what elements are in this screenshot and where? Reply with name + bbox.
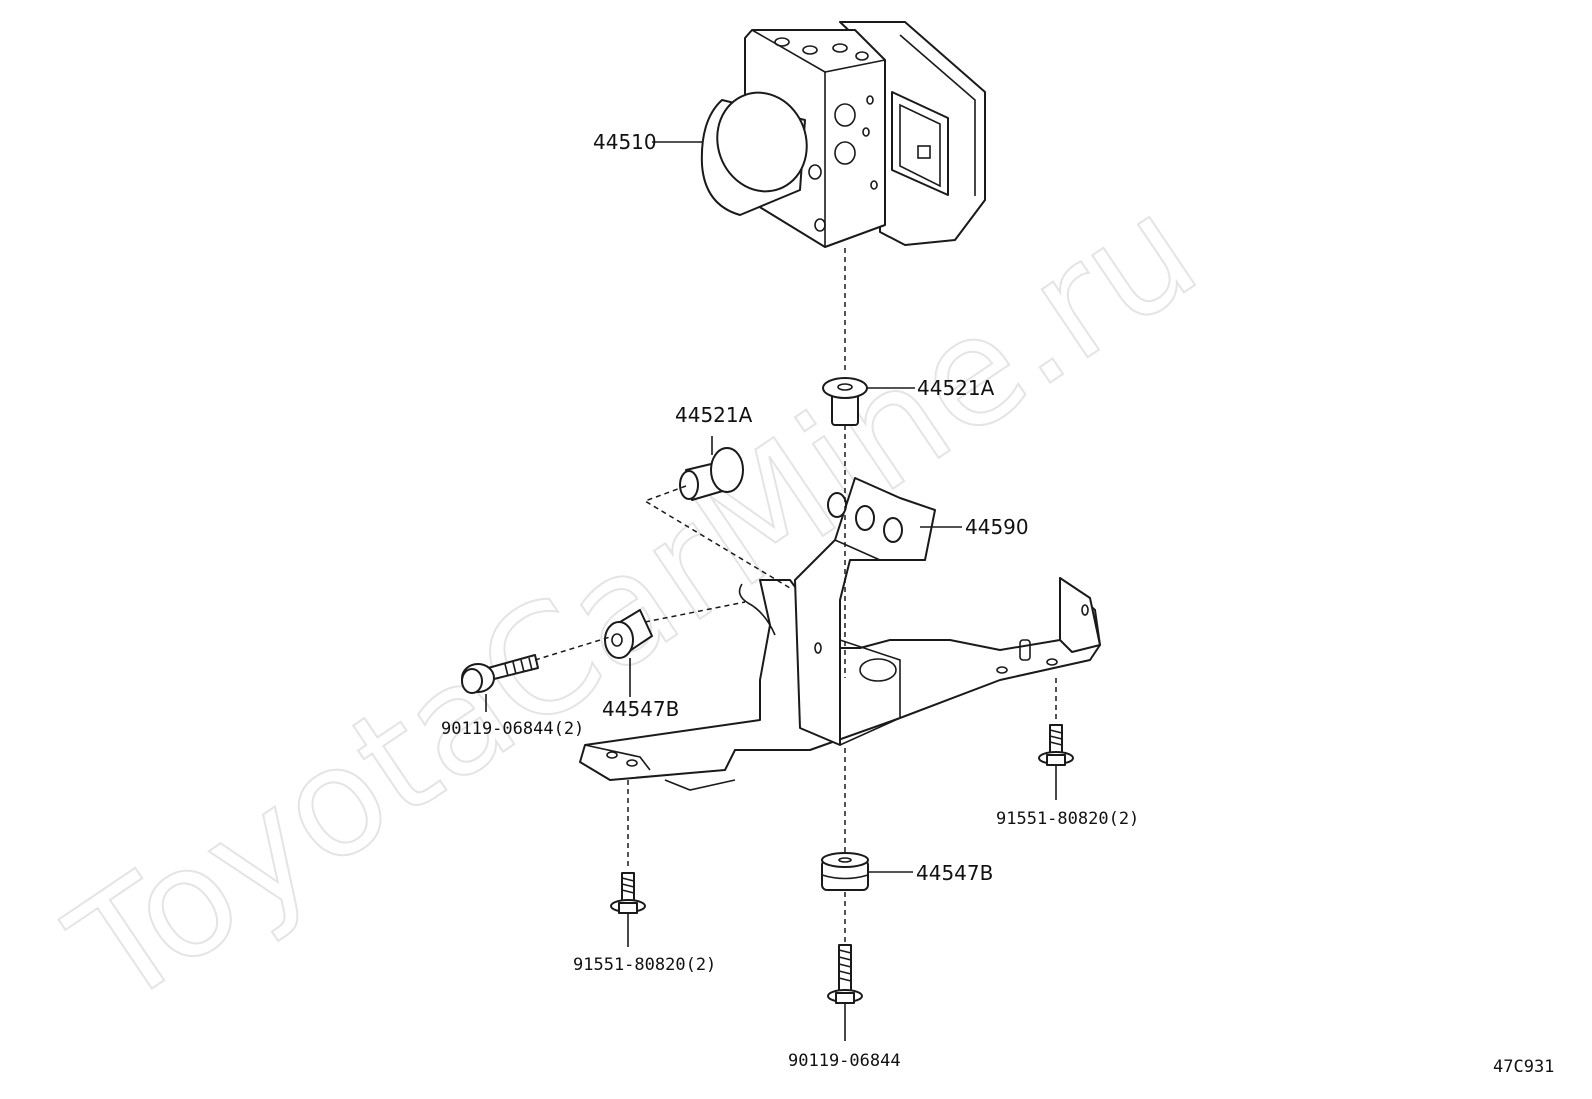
label-90119-06844: 90119-06844 [788, 1051, 901, 1071]
label-44547b-lower: 44547B [916, 861, 993, 885]
label-44547b-left: 44547B [602, 697, 679, 721]
label-91551-80820-2-right: 91551-80820(2) [996, 809, 1139, 829]
bolt-bottom[interactable] [827, 944, 863, 1004]
cushion-left[interactable] [604, 609, 653, 659]
collar-left[interactable] [679, 447, 744, 501]
diagram-code: 47C931 [1493, 1057, 1554, 1077]
bolt-left[interactable] [461, 654, 539, 694]
bolt-right[interactable] [1038, 724, 1074, 766]
bolt-lower-left[interactable] [610, 872, 646, 914]
bracket[interactable] [579, 477, 1101, 791]
label-44521a-left: 44521A [675, 403, 753, 427]
leader-lines [485, 141, 1057, 1041]
collar-upper[interactable] [822, 377, 868, 426]
label-44521a-upper: 44521A [917, 376, 995, 400]
assembly-lines [534, 248, 1057, 943]
cushion-lower[interactable] [821, 852, 869, 891]
label-44510: 44510 [593, 130, 657, 154]
part-labels: 44510 44521A 44521A 44590 44547B 44547B … [441, 130, 1554, 1077]
label-91551-80820-2-left: 91551-80820(2) [573, 955, 716, 975]
label-44590: 44590 [965, 515, 1029, 539]
abs-actuator[interactable] [700, 21, 986, 248]
label-90119-06844-2: 90119-06844(2) [441, 719, 584, 739]
